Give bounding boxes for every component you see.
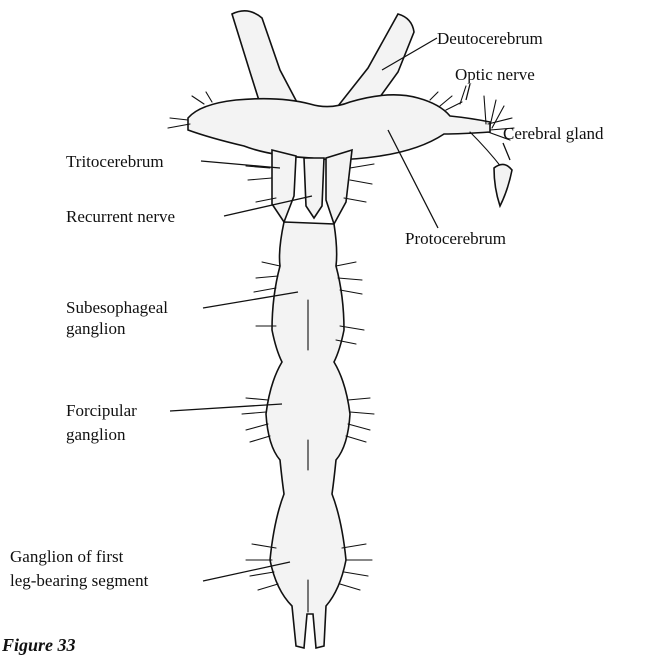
leader-cerebral-gland — [503, 143, 510, 160]
tritocerebrum-stalk-right — [326, 150, 352, 224]
label-tritocerebrum: Tritocerebrum — [66, 152, 164, 171]
leader-recurrent-nerve — [224, 196, 312, 216]
cerebral-gland — [494, 164, 512, 206]
figure-caption: Figure 33 — [1, 635, 76, 655]
deutocerebrum-left-lobe — [232, 11, 300, 110]
label-cerebral-gland: Cerebral gland — [503, 124, 604, 143]
label-first-leg-line1: Ganglion of first — [10, 547, 124, 566]
label-forcipular-line2: ganglion — [66, 425, 126, 444]
label-deutocerebrum: Deutocerebrum — [437, 29, 543, 48]
leader-optic-nerve — [466, 84, 470, 100]
deutocerebrum-right-lobe — [338, 14, 414, 108]
label-subesophageal-line2: ganglion — [66, 319, 126, 338]
label-subesophageal-line1: Subesophageal — [66, 298, 168, 317]
label-recurrent-nerve: Recurrent nerve — [66, 207, 175, 226]
label-first-leg-line2: leg-bearing segment — [10, 571, 149, 590]
label-forcipular-line1: Forcipular — [66, 401, 137, 420]
tritocerebrum-stalk-left — [272, 150, 296, 222]
leader-tritocerebrum — [201, 161, 280, 168]
recurrent-nerve — [304, 158, 324, 218]
cerebral-gland-stalk — [470, 132, 502, 168]
label-optic-nerve: Optic nerve — [455, 65, 535, 84]
label-protocerebrum: Protocerebrum — [405, 229, 506, 248]
leader-forcipular — [170, 404, 282, 411]
